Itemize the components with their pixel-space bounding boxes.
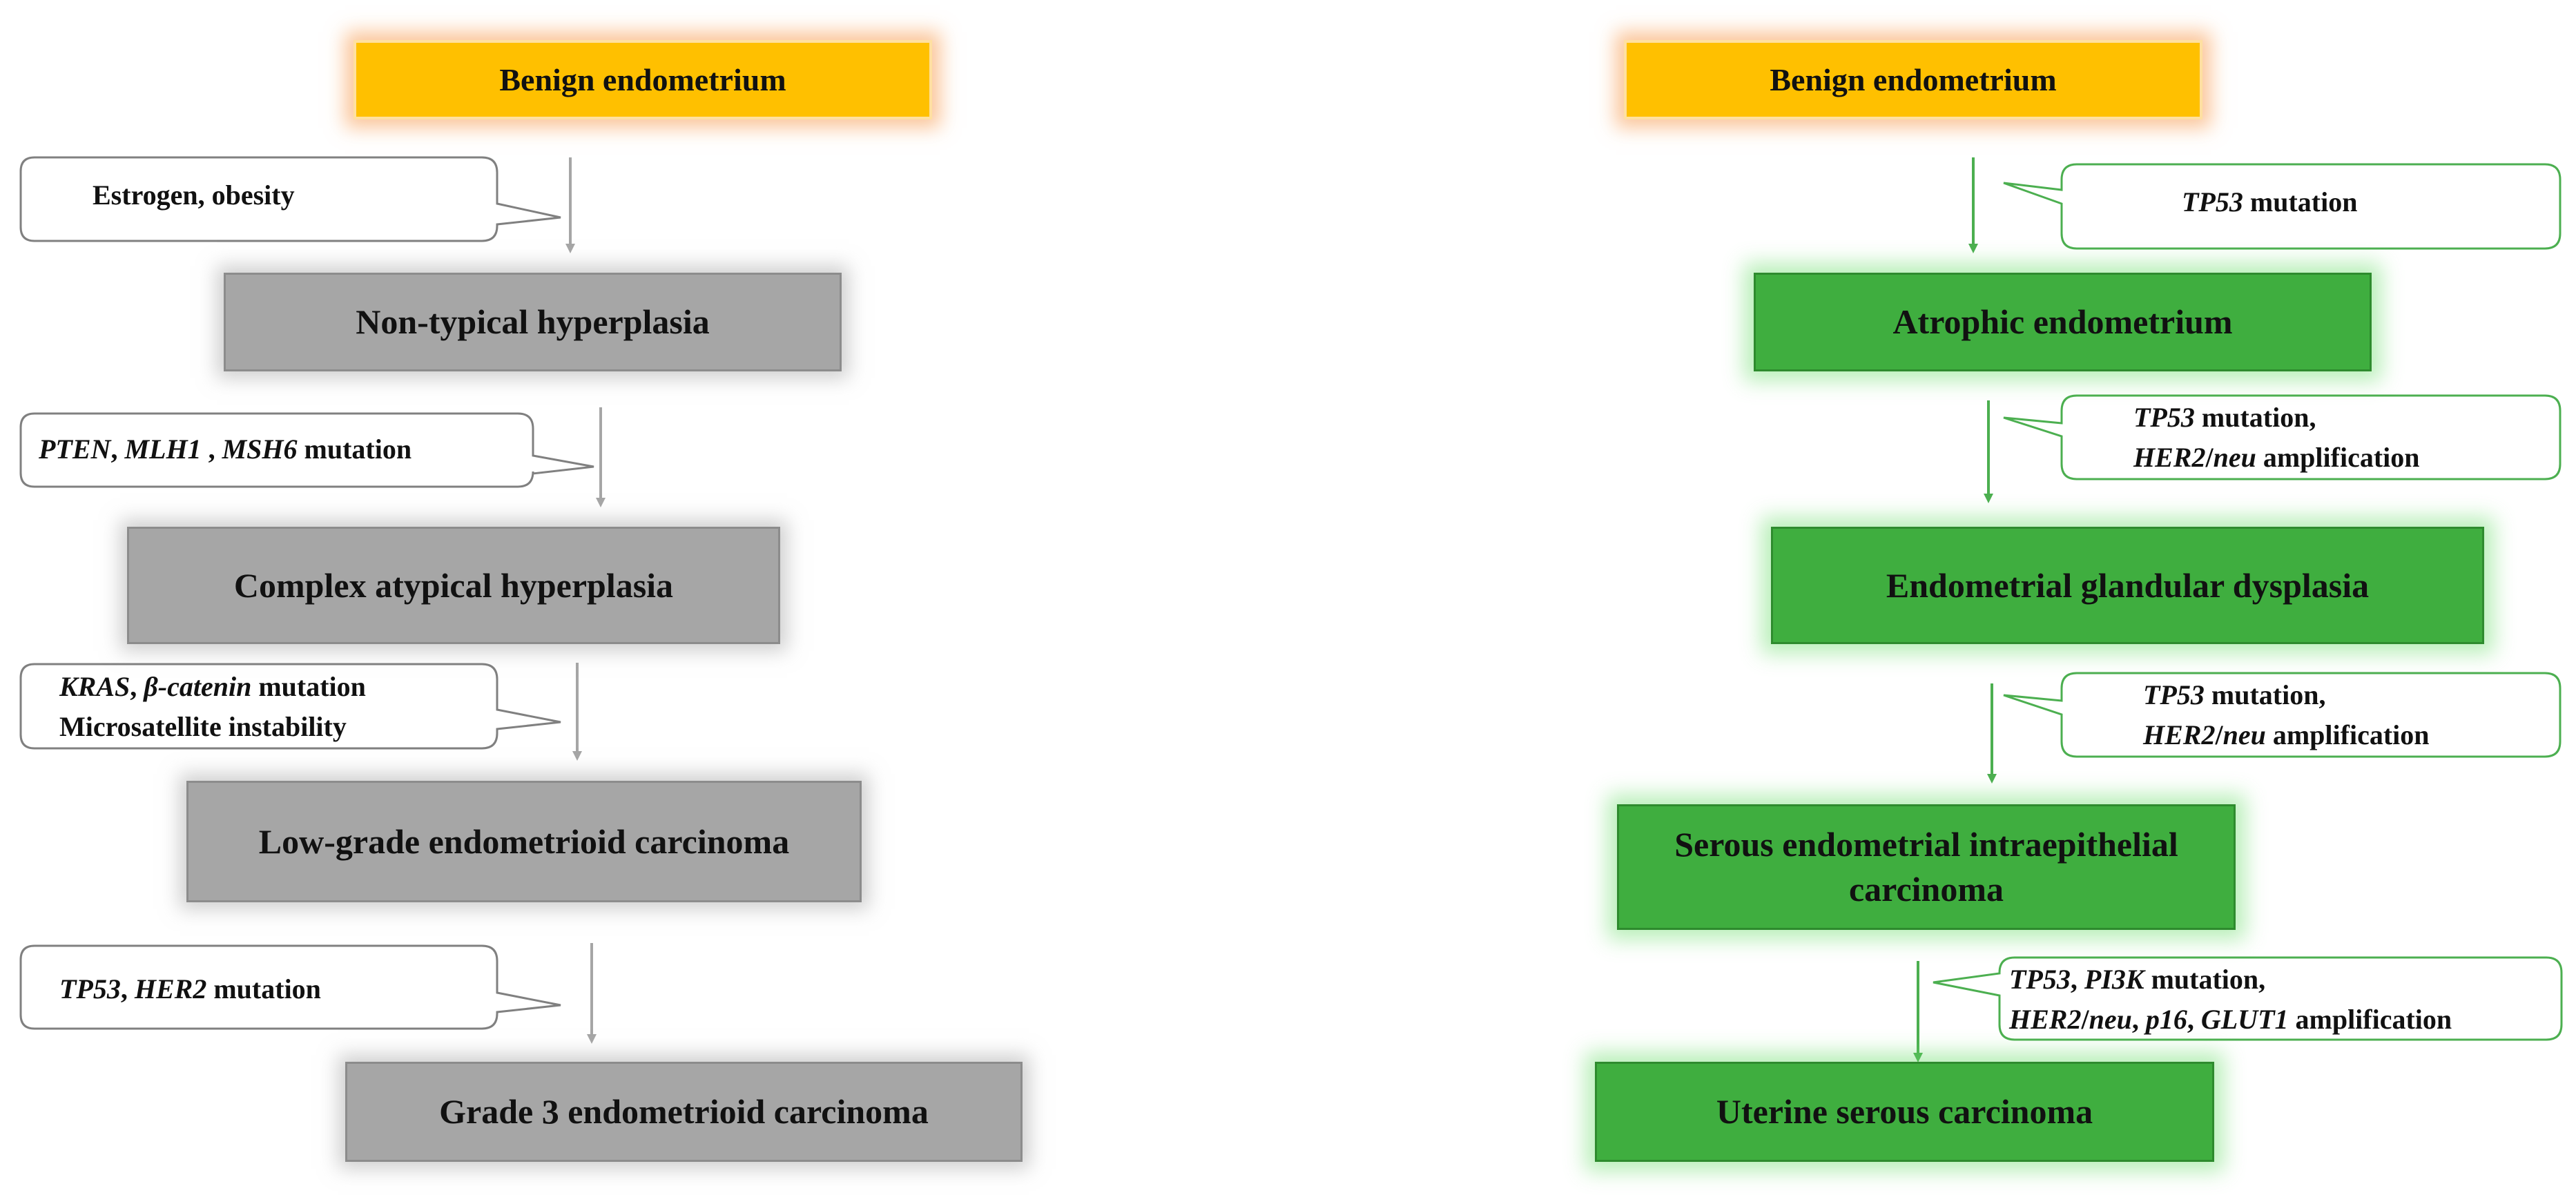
- text-mutation: mutation: [297, 434, 412, 465]
- sep-slash: /: [2205, 442, 2214, 473]
- callout-left-2: [19, 412, 594, 488]
- gene-mlh1: MLH1: [124, 434, 202, 465]
- gene-msh6: MSH6: [222, 434, 298, 465]
- node-endometrial-glandular-dysplasia: Endometrial glandular dysplasia: [1771, 527, 2484, 644]
- gene-tp53: TP53: [2133, 402, 2195, 433]
- callout-left-4: [19, 944, 561, 1030]
- node-grade3-endometrioid-carcinoma: Grade 3 endometrioid carcinoma: [345, 1062, 1023, 1162]
- callout-text-left-3: KRAS, β-catenin mutation Microsatellite …: [59, 667, 366, 747]
- sep-1: ,: [2070, 964, 2084, 995]
- sep-3: ,: [2187, 1004, 2201, 1035]
- callout-text-left-4: TP53, HER2 mutation: [59, 969, 321, 1009]
- text-mutation: mutation,: [2144, 964, 2266, 995]
- sep-slash: /: [2215, 719, 2223, 750]
- gene-beta-catenin: β-catenin: [144, 671, 252, 702]
- text-microsatellite-instability: Microsatellite instability: [59, 711, 347, 742]
- callout-left-3: [19, 663, 561, 750]
- sep-1: ,: [120, 973, 135, 1004]
- callout-text-right-2: TP53 mutation, HER2/neu amplification: [2133, 398, 2420, 478]
- callout-right-2: [2003, 394, 2562, 480]
- node-non-typical-hyperplasia: Non-typical hyperplasia: [224, 273, 842, 371]
- gene-neu: neu: [2089, 1004, 2132, 1035]
- gene-tp53: TP53: [2009, 964, 2071, 995]
- gene-tp53: TP53: [2143, 679, 2205, 710]
- callout-right-4: [1933, 956, 2563, 1041]
- node-left-benign-endometrium: Benign endometrium: [354, 40, 932, 119]
- sep-1: ,: [130, 671, 144, 702]
- node-serous-endometrial-intraepithelial-carcinoma: Serous endometrial intraepithelial carci…: [1617, 804, 2236, 930]
- gene-her2: HER2: [2143, 719, 2216, 750]
- node-low-grade-endometrioid-carcinoma: Low-grade endometrioid carcinoma: [186, 781, 862, 902]
- gene-her2: HER2: [134, 973, 207, 1004]
- callout-text-right-4: TP53, PI3K mutation, HER2/neu, p16, GLUT…: [2009, 960, 2452, 1040]
- gene-neu: neu: [2222, 719, 2266, 750]
- text-mutation: mutation: [251, 671, 366, 702]
- sep-slash: /: [2081, 1004, 2089, 1035]
- gene-glut1: GLUT1: [2200, 1004, 2289, 1035]
- callout-text-right-3: TP53 mutation, HER2/neu amplification: [2143, 675, 2430, 755]
- sep-1: ,: [110, 434, 125, 465]
- text-mutation: mutation: [2243, 186, 2358, 217]
- gene-tp53: TP53: [2182, 186, 2243, 217]
- gene-tp53: TP53: [59, 973, 121, 1004]
- sep-2: ,: [201, 434, 222, 465]
- callout-text-left-2: PTEN, MLH1 , MSH6 mutation: [39, 429, 411, 469]
- text-mutation: mutation,: [2194, 402, 2316, 433]
- gene-p16: p16: [2145, 1004, 2187, 1035]
- gene-her2: HER2: [2133, 442, 2206, 473]
- callout-left-1: [19, 156, 561, 242]
- gene-pi3k: PI3K: [2084, 964, 2144, 995]
- text-amplification: amplification: [2256, 442, 2420, 473]
- node-right-benign-endometrium: Benign endometrium: [1624, 40, 2202, 119]
- node-complex-atypical-hyperplasia: Complex atypical hyperplasia: [127, 527, 780, 644]
- sep-2: ,: [2131, 1004, 2146, 1035]
- node-uterine-serous-carcinoma: Uterine serous carcinoma: [1595, 1062, 2214, 1162]
- callout-text-right-1: TP53 mutation: [2182, 182, 2357, 222]
- gene-neu: neu: [2213, 442, 2256, 473]
- text-mutation: mutation: [206, 973, 321, 1004]
- text-amplification: amplification: [2288, 1004, 2452, 1035]
- gene-kras: KRAS: [59, 671, 130, 702]
- callout-right-1: [2003, 163, 2562, 250]
- text-amplification: amplification: [2265, 719, 2430, 750]
- callout-right-3: [2003, 672, 2562, 758]
- text-estrogen-obesity: Estrogen, obesity: [93, 179, 295, 211]
- gene-pten: PTEN: [39, 434, 111, 465]
- gene-her2: HER2: [2009, 1004, 2082, 1035]
- node-atrophic-endometrium: Atrophic endometrium: [1754, 273, 2372, 371]
- callout-text-left-1: Estrogen, obesity: [93, 175, 295, 215]
- text-mutation: mutation,: [2204, 679, 2326, 710]
